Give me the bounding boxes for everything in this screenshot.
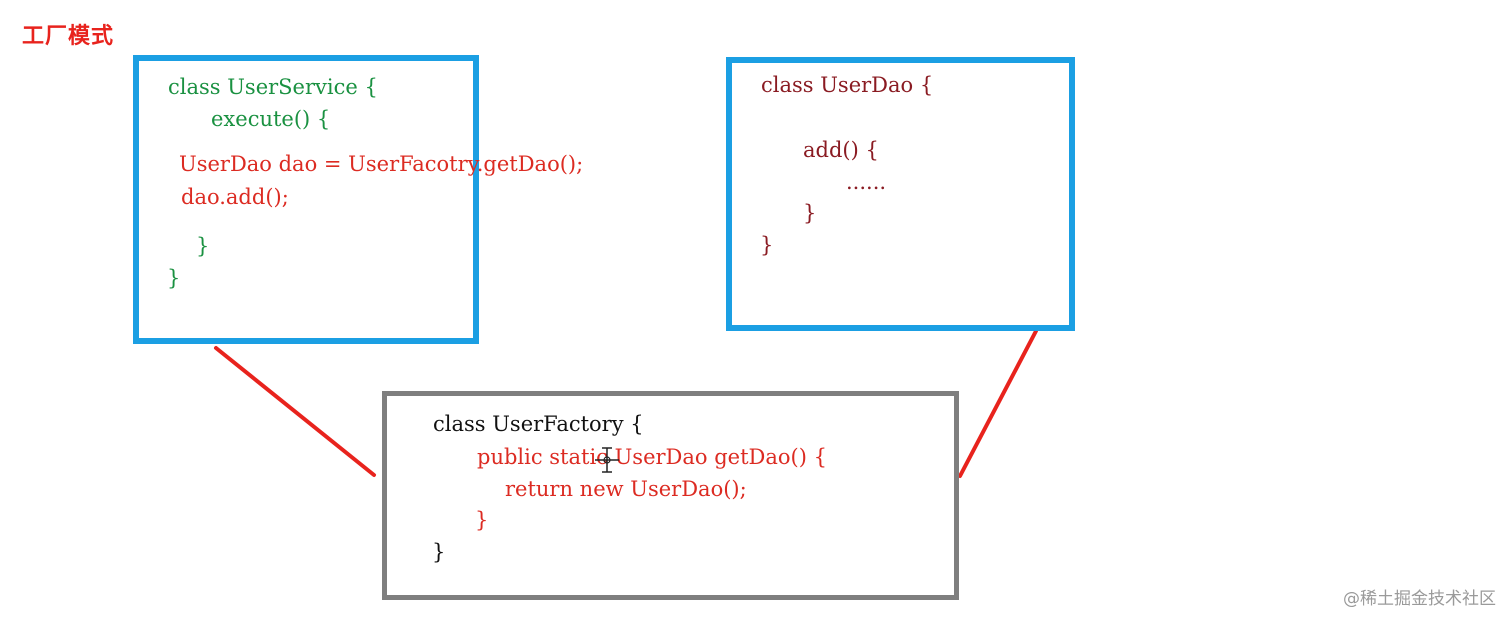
connector-dao-factory: [958, 329, 1038, 478]
user-factory-line-close-class: }: [432, 540, 446, 564]
user-service-box: [133, 55, 479, 344]
user-dao-box: [726, 57, 1075, 331]
user-factory-line-method: public static UserDao getDao() {: [477, 445, 827, 469]
user-dao-line-ellipsis: ......: [846, 170, 887, 194]
connector-service-factory: [214, 346, 376, 477]
user-service-line-add: dao.add();: [181, 185, 289, 209]
diagram-title: 工厂模式: [22, 24, 115, 49]
user-factory-box: [382, 391, 959, 600]
user-service-line-class: class UserService {: [168, 75, 378, 99]
user-service-line-execute: execute() {: [211, 107, 331, 131]
user-service-line-close-method: }: [196, 234, 210, 258]
user-factory-line-close-method: }: [475, 508, 489, 532]
user-dao-line-close-method: }: [803, 201, 817, 225]
user-factory-line-class: class UserFactory {: [433, 412, 644, 436]
user-service-line-getdao: UserDao dao = UserFacotry.getDao();: [179, 152, 584, 176]
text-cursor-icon: [595, 447, 619, 473]
watermark: @稀土掘金技术社区: [1343, 589, 1496, 609]
user-dao-line-close-class: }: [760, 233, 774, 257]
user-factory-line-return: return new UserDao();: [505, 477, 747, 501]
user-dao-line-class: class UserDao {: [761, 73, 934, 97]
user-dao-line-add: add() {: [803, 138, 879, 162]
user-service-line-close-class: }: [167, 266, 181, 290]
